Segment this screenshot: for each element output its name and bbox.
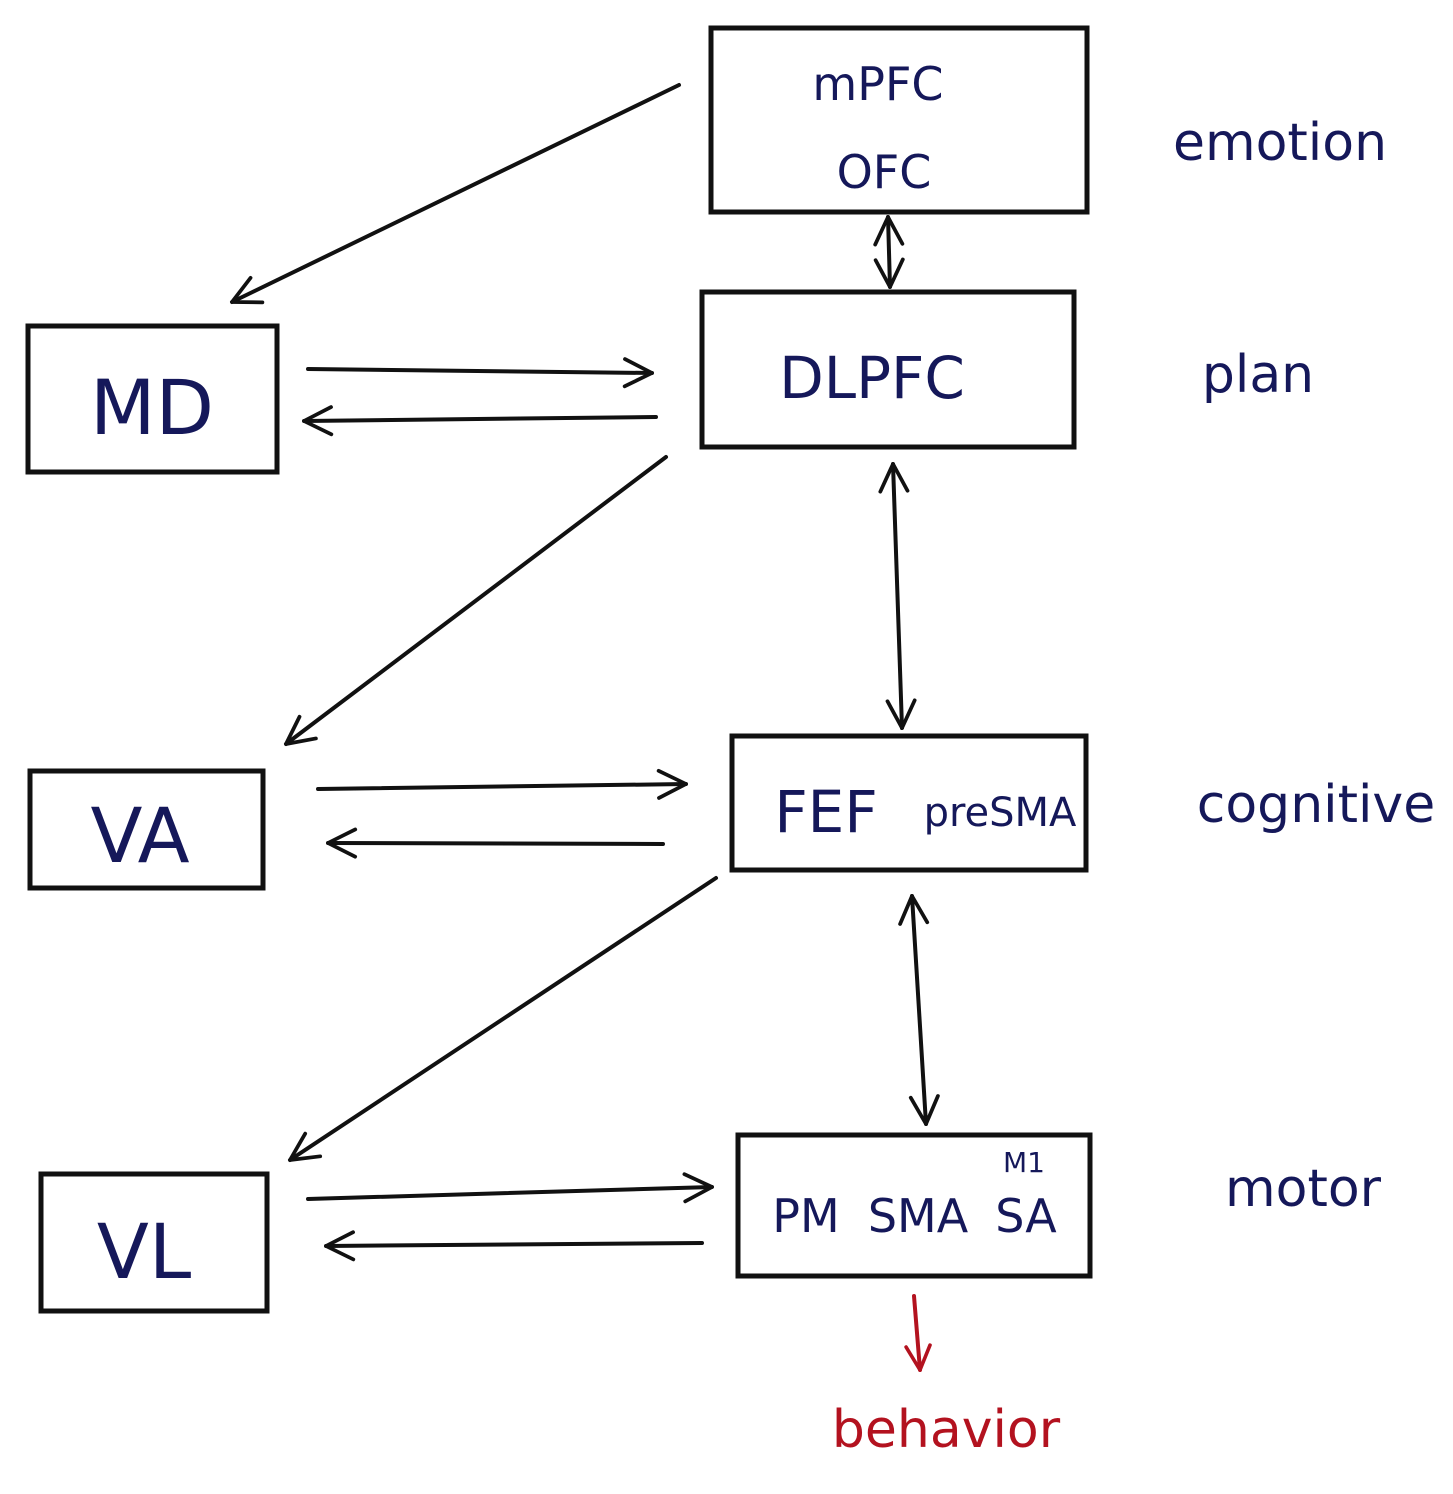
- node-md-label: MD: [90, 363, 214, 452]
- level-cognitive-label: cognitive: [1197, 775, 1435, 835]
- node-mpfc-ofc: mPFC OFC: [708, 25, 1090, 215]
- node-md-box: [25, 323, 280, 475]
- node-vl: VL: [38, 1171, 270, 1314]
- node-pm-label: PM: [772, 1189, 839, 1243]
- edge-va-to-fef: [316, 768, 688, 800]
- edge-dlpfc-fef: [878, 462, 917, 730]
- node-fef-presma-box: [729, 733, 1089, 873]
- node-vl-box: [38, 1171, 270, 1314]
- level-emotion-label: emotion: [1173, 113, 1387, 173]
- node-md: MD: [25, 323, 280, 475]
- node-fef-presma: FEF preSMA: [729, 733, 1089, 873]
- level-plan-label: plan: [1202, 345, 1314, 405]
- edge-dlpfc-to-md: [302, 405, 658, 437]
- node-fef-label: FEF: [774, 778, 877, 846]
- node-sa-label: SA: [995, 1189, 1057, 1243]
- node-pm-sma-sa: PM SMA SA M1: [735, 1132, 1093, 1279]
- node-vl-label: VL: [97, 1207, 191, 1296]
- edge-mpfc-dlpfc: [873, 215, 905, 289]
- node-dlpfc-box: [699, 289, 1077, 450]
- edge-fef-pm: [898, 894, 940, 1126]
- edge-vl-to-pm: [306, 1172, 714, 1204]
- node-m1-label: M1: [1003, 1146, 1045, 1179]
- edge-mpfc-to-md: [230, 83, 681, 305]
- edge-dlpfc-to-va: [284, 455, 668, 746]
- edge-pm-to-vl: [324, 1230, 704, 1262]
- node-presma-label: preSMA: [924, 790, 1077, 836]
- edge-fef-to-vl: [288, 876, 718, 1162]
- node-dlpfc-label: DLPFC: [779, 344, 965, 412]
- node-va-box: [27, 768, 266, 891]
- node-va-label: VA: [90, 791, 189, 880]
- node-mpfc-ofc-box: [708, 25, 1090, 215]
- node-mpfc-label: mPFC: [812, 57, 943, 111]
- node-pm-sma-sa-box: [735, 1132, 1093, 1279]
- behavior-label: behavior: [832, 1400, 1061, 1460]
- node-ofc-label: OFC: [837, 145, 932, 199]
- edge-md-to-dlpfc: [306, 357, 654, 389]
- node-sma-label: SMA: [868, 1189, 969, 1243]
- edge-fef-to-va: [326, 827, 665, 859]
- node-dlpfc: DLPFC: [699, 289, 1077, 450]
- edge-motor-to-behavior: [904, 1294, 932, 1372]
- level-motor-label: motor: [1225, 1159, 1382, 1219]
- node-va: VA: [27, 768, 266, 891]
